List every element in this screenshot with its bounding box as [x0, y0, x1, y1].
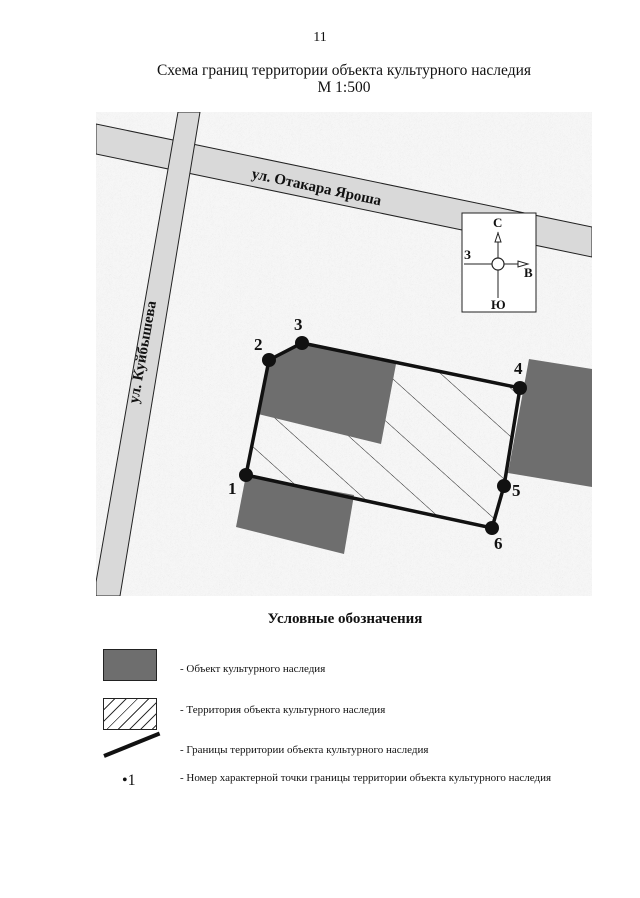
street-kuibysheva — [96, 112, 201, 596]
compass-south: Ю — [491, 297, 506, 312]
boundary-map: ул. Отакара Яроша ул. Куйбышева 1 2 3 4 … — [96, 112, 592, 596]
boundary-points — [239, 336, 527, 535]
compass-west: З — [464, 247, 471, 262]
legend-item-boundary: - Границы территории объекта культурного… — [100, 731, 620, 776]
compass-east: В — [524, 265, 533, 280]
boundary-line-icon — [103, 731, 161, 758]
legend-item-object: - Объект культурного наследия — [100, 649, 620, 685]
compass-rose: С З В Ю — [461, 212, 537, 313]
neighbor-building-east — [508, 359, 592, 487]
hatch-swatch-icon — [103, 698, 157, 730]
title-text: Схема границ территории объекта культурн… — [156, 62, 532, 79]
point-label-6: 6 — [494, 534, 503, 553]
object-swatch-icon — [103, 649, 157, 681]
legend-title: Условные обозначения — [267, 611, 423, 627]
neighbor-building-south — [236, 475, 354, 554]
heritage-object-main — [258, 343, 396, 444]
legend-item-point: •1 - Номер характерной точки границы тер… — [122, 772, 552, 789]
legend-item-territory: - Территория объекта культурного наследи… — [100, 698, 620, 734]
point-marker-icon: •1 — [122, 772, 136, 789]
page-number: 11 — [313, 30, 327, 45]
point-label-1: 1 — [228, 479, 237, 498]
compass-north: С — [493, 215, 502, 230]
point-label-5: 5 — [512, 481, 521, 500]
point-label-4: 4 — [514, 359, 523, 378]
point-label-2: 2 — [254, 335, 263, 354]
scale-text: М 1:500 — [317, 79, 371, 96]
point-label-3: 3 — [294, 315, 303, 334]
page-title: Схема границ территории объекта культурн… — [0, 62, 640, 96]
